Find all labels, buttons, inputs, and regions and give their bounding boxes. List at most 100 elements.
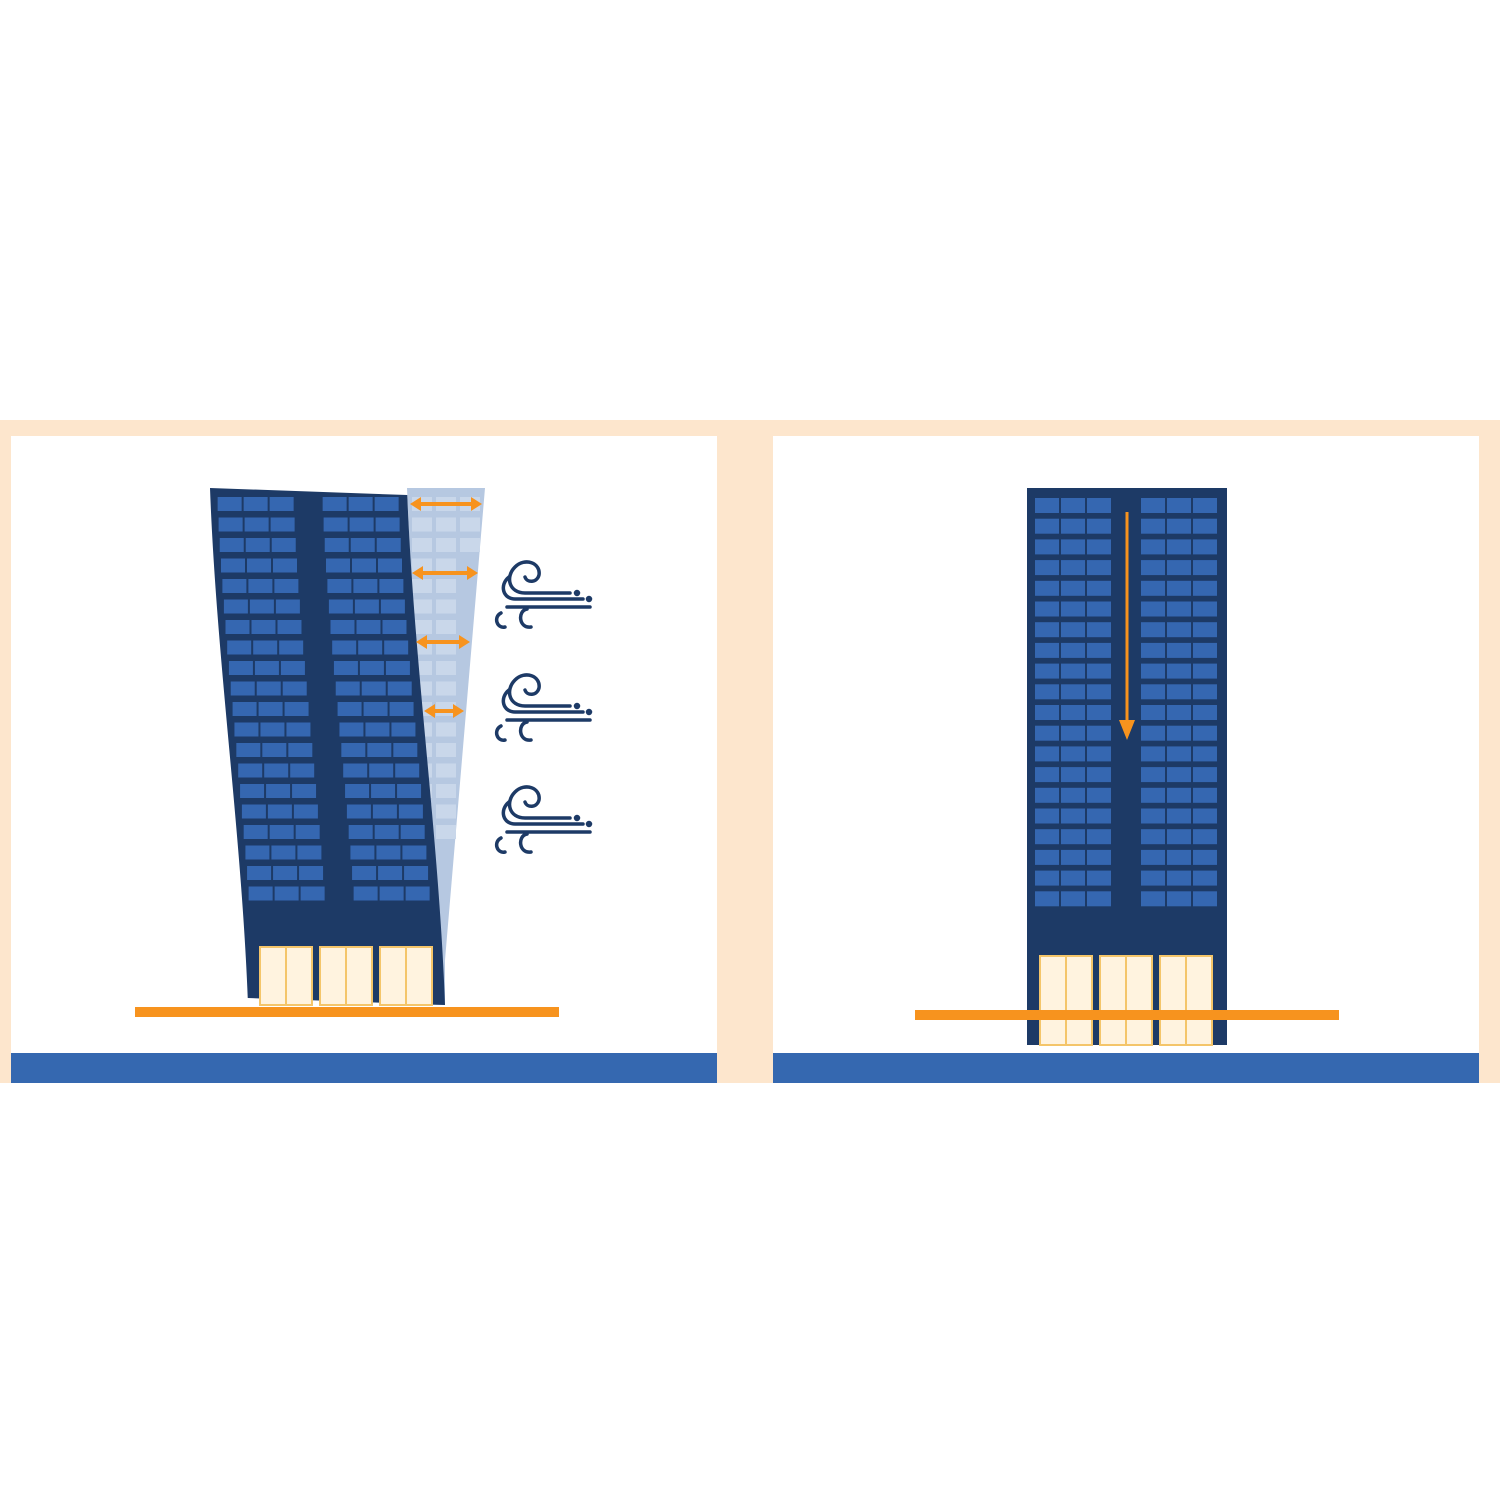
window xyxy=(1087,560,1111,576)
window xyxy=(275,599,300,614)
window xyxy=(393,743,418,757)
window xyxy=(372,804,397,819)
window xyxy=(217,497,242,511)
window xyxy=(397,784,422,798)
window xyxy=(247,866,272,880)
window xyxy=(269,825,294,839)
window xyxy=(1193,829,1217,845)
window xyxy=(1193,601,1217,617)
sway-arrow-icon xyxy=(410,497,482,511)
window xyxy=(1035,642,1059,658)
ghost-window xyxy=(436,558,456,573)
window xyxy=(356,620,381,634)
window xyxy=(1035,746,1059,762)
window xyxy=(400,825,425,839)
ghost-window xyxy=(412,620,432,634)
window xyxy=(374,825,399,839)
window xyxy=(247,558,272,573)
window xyxy=(1087,787,1111,803)
window xyxy=(1141,725,1165,741)
ghost-window xyxy=(412,558,432,573)
window xyxy=(1087,663,1111,679)
window xyxy=(230,681,255,696)
window xyxy=(341,743,366,757)
window xyxy=(1035,767,1059,783)
window xyxy=(300,886,325,901)
window xyxy=(1035,601,1059,617)
window xyxy=(1193,891,1217,907)
ghost-window xyxy=(412,579,432,593)
window xyxy=(273,866,298,880)
foundation-line xyxy=(915,1010,1339,1020)
window xyxy=(258,702,283,716)
window xyxy=(227,640,252,655)
foundation-line xyxy=(135,1007,559,1017)
window xyxy=(1061,891,1085,907)
ghost-window xyxy=(436,722,456,737)
window xyxy=(248,579,273,593)
arrow-head xyxy=(471,497,482,511)
window xyxy=(1167,767,1191,783)
window xyxy=(271,845,296,860)
swaying-building xyxy=(135,488,593,1017)
window xyxy=(266,784,291,798)
window xyxy=(1141,808,1165,824)
window xyxy=(359,661,384,675)
window xyxy=(1193,787,1217,803)
right-ground xyxy=(773,1053,1479,1083)
window xyxy=(324,538,349,552)
window xyxy=(1167,663,1191,679)
window xyxy=(354,599,379,614)
window xyxy=(1087,539,1111,555)
window xyxy=(1141,498,1165,513)
window xyxy=(1141,891,1165,907)
window xyxy=(376,538,401,552)
window xyxy=(1087,767,1111,783)
window xyxy=(379,579,404,593)
sway-arrow-icon xyxy=(424,704,464,718)
window xyxy=(1167,746,1191,762)
wind-dot xyxy=(573,814,581,822)
window xyxy=(234,722,259,737)
window xyxy=(332,640,357,655)
window xyxy=(1087,518,1111,534)
window xyxy=(1193,684,1217,700)
window xyxy=(280,661,305,675)
window xyxy=(1167,808,1191,824)
window xyxy=(345,784,370,798)
window xyxy=(1087,580,1111,596)
window xyxy=(322,497,347,511)
window xyxy=(385,661,410,675)
window xyxy=(1087,849,1111,865)
wind-swirl xyxy=(507,560,572,595)
wind-swirl xyxy=(494,718,592,742)
window xyxy=(243,497,268,511)
window xyxy=(1087,705,1111,720)
window xyxy=(251,620,276,634)
window xyxy=(1193,808,1217,824)
window xyxy=(1035,663,1059,679)
window xyxy=(228,661,253,675)
window xyxy=(358,640,383,655)
window xyxy=(1087,684,1111,700)
arrow-head xyxy=(467,566,478,580)
window xyxy=(1087,498,1111,513)
window xyxy=(248,886,273,901)
window xyxy=(1193,622,1217,638)
window xyxy=(361,681,386,696)
window xyxy=(1193,518,1217,534)
window xyxy=(1087,601,1111,617)
window xyxy=(1087,746,1111,762)
ghost-window xyxy=(460,517,480,532)
window xyxy=(1167,642,1191,658)
ghost-window xyxy=(436,743,456,757)
window xyxy=(1167,518,1191,534)
window xyxy=(1167,849,1191,865)
window xyxy=(1061,684,1085,700)
window xyxy=(1141,829,1165,845)
window xyxy=(1167,601,1191,617)
ghost-window xyxy=(436,579,456,593)
window xyxy=(1141,746,1165,762)
window xyxy=(1167,725,1191,741)
window xyxy=(1061,870,1085,886)
